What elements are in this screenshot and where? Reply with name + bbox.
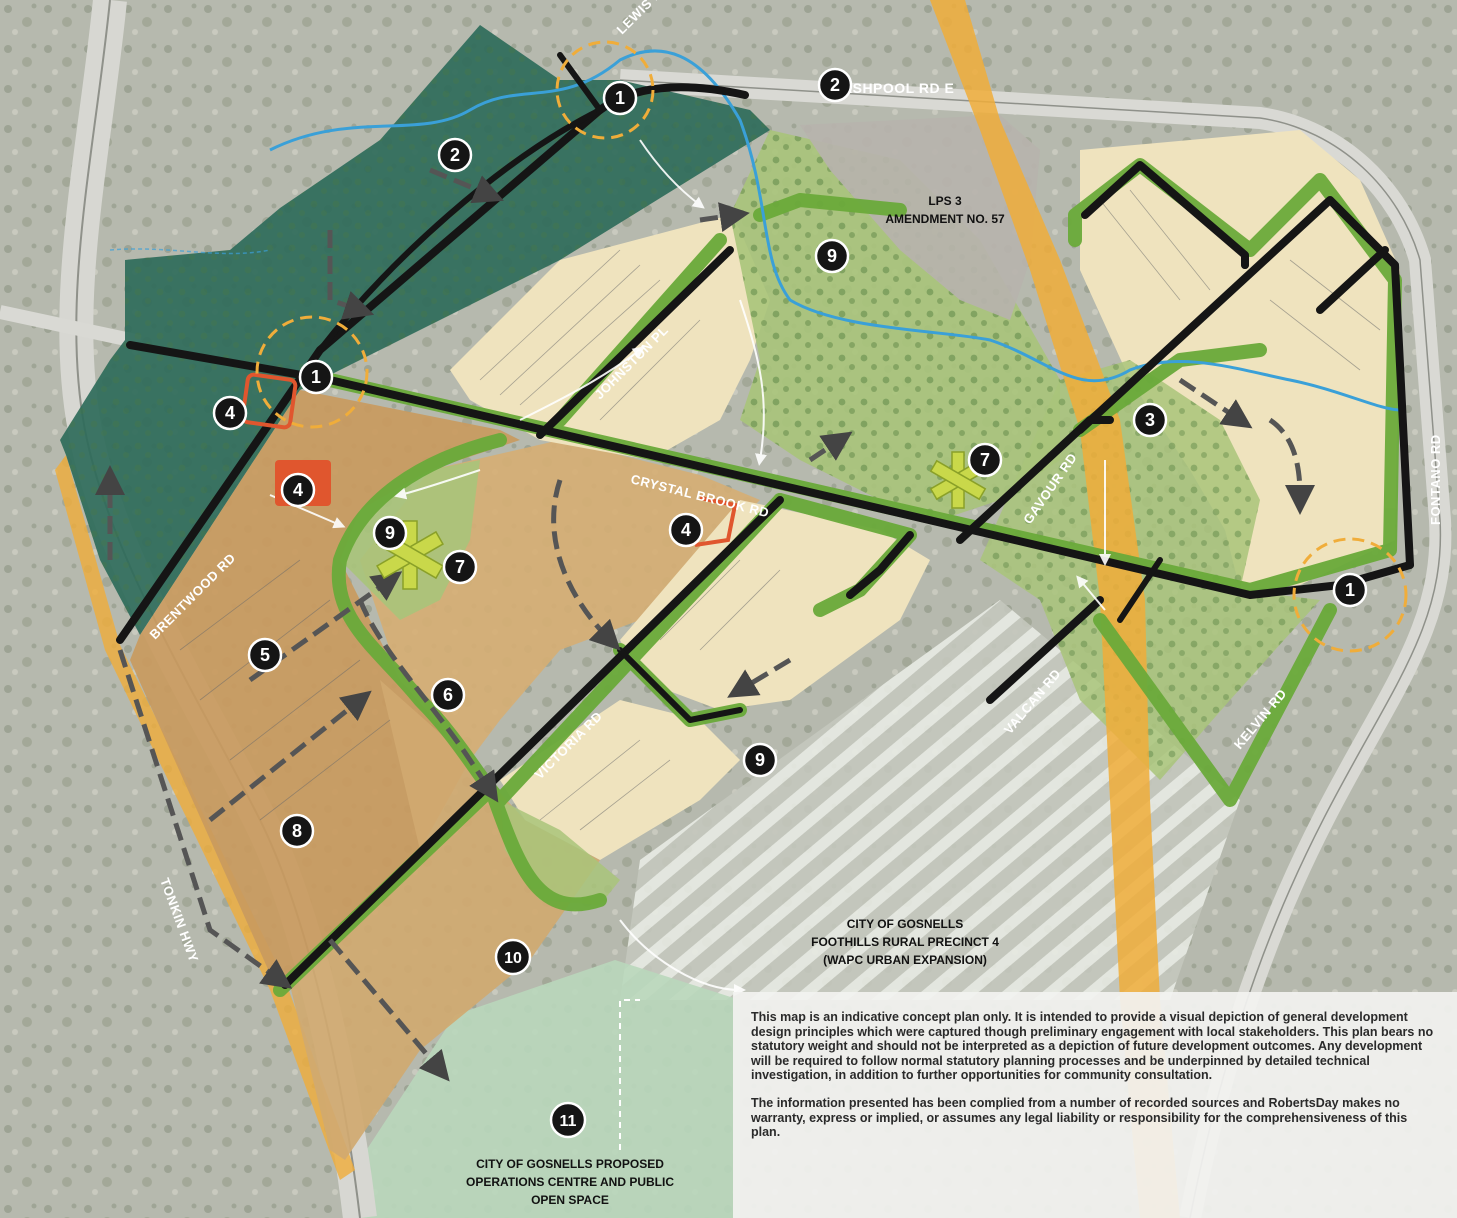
marker-2b: 2: [817, 67, 853, 103]
marker-4c: 4: [668, 512, 704, 548]
operations-centre-area: [350, 960, 740, 1218]
marker-8: 8: [279, 813, 315, 849]
precinct-label-line1: CITY OF GOSNELLS: [847, 917, 963, 931]
red-square-marker-4a: [240, 372, 298, 430]
marker-7a: 7: [442, 549, 478, 585]
movement-arrows: [95, 167, 1315, 1082]
marker-4a: 4: [212, 395, 248, 431]
lps3-label-line1: LPS 3: [928, 194, 962, 208]
svg-text:7: 7: [980, 450, 990, 470]
marker-5: 5: [247, 637, 283, 673]
orange-corridor: [930, 0, 1180, 1218]
disclaimer-paragraph-2: The information presented has been compl…: [751, 1095, 1408, 1140]
cream-lots-south: [620, 500, 930, 710]
svg-text:1: 1: [615, 88, 625, 108]
cream-lots-east: [1080, 130, 1400, 590]
marker-11: 11: [549, 1101, 587, 1139]
marker-4b: 4: [280, 472, 316, 508]
label-ashpool-rd: ASHPOOL RD E: [842, 80, 954, 96]
svg-text:6: 6: [443, 685, 453, 705]
marker-9c: 9: [742, 742, 778, 778]
marker-9a: 9: [814, 238, 850, 274]
svg-text:4: 4: [293, 480, 303, 500]
svg-text:3: 3: [1145, 410, 1155, 430]
svg-text:9: 9: [385, 523, 395, 543]
local-roads: [116, 52, 1414, 989]
svg-text:7: 7: [455, 557, 465, 577]
lps3-label-line2: AMENDMENT NO. 57: [885, 212, 1005, 226]
svg-text:8: 8: [292, 821, 302, 841]
marker-1a: 1: [602, 80, 638, 116]
svg-text:10: 10: [504, 950, 522, 967]
ops-label-line2: OPERATIONS CENTRE AND PUBLIC: [466, 1175, 674, 1189]
svg-text:4: 4: [225, 403, 235, 423]
highway-buffer: [55, 455, 355, 1180]
svg-text:2: 2: [830, 75, 840, 95]
ops-label-line1: CITY OF GOSNELLS PROPOSED: [476, 1157, 664, 1171]
svg-text:11: 11: [560, 1113, 577, 1130]
pedestrian-arrows: [269, 139, 1111, 996]
intersection-circle-3: [1292, 537, 1408, 653]
intersection-circle-1: [255, 315, 369, 429]
marker-1b: 1: [298, 359, 334, 395]
marker-7b: 7: [967, 442, 1003, 478]
lps3-area: [800, 115, 1040, 320]
svg-text:4: 4: [681, 520, 691, 540]
marker-6: 6: [430, 677, 466, 713]
creek: [269, 49, 1401, 412]
intersection-circle-2: [555, 40, 655, 140]
red-square-marker-4c: [694, 496, 738, 547]
disclaimer-panel: This map is an indicative concept plan o…: [733, 992, 1457, 1218]
lot-lines: [179, 189, 1381, 831]
marker-2a: 2: [437, 137, 473, 173]
svg-text:9: 9: [755, 750, 765, 770]
marker-9b: 9: [372, 515, 408, 551]
marker-3: 3: [1132, 402, 1168, 438]
precinct-label-line3: (WAPC URBAN EXPANSION): [823, 953, 987, 967]
svg-text:9: 9: [827, 246, 837, 266]
label-fontano-rd: FONTANO RD: [1428, 434, 1443, 525]
svg-text:2: 2: [450, 145, 460, 165]
svg-text:1: 1: [311, 367, 321, 387]
disclaimer-paragraph-1: This map is an indicative concept plan o…: [751, 1010, 1434, 1083]
marker-10: 10: [494, 938, 532, 976]
svg-text:5: 5: [260, 645, 270, 665]
svg-text:1: 1: [1345, 580, 1355, 600]
ops-centre-link-arrow: [619, 999, 640, 1150]
ops-label-line3: OPEN SPACE: [531, 1193, 609, 1207]
precinct-label-line2: FOOTHILLS RURAL PRECINCT 4: [811, 935, 999, 949]
marker-1c: 1: [1332, 572, 1368, 608]
